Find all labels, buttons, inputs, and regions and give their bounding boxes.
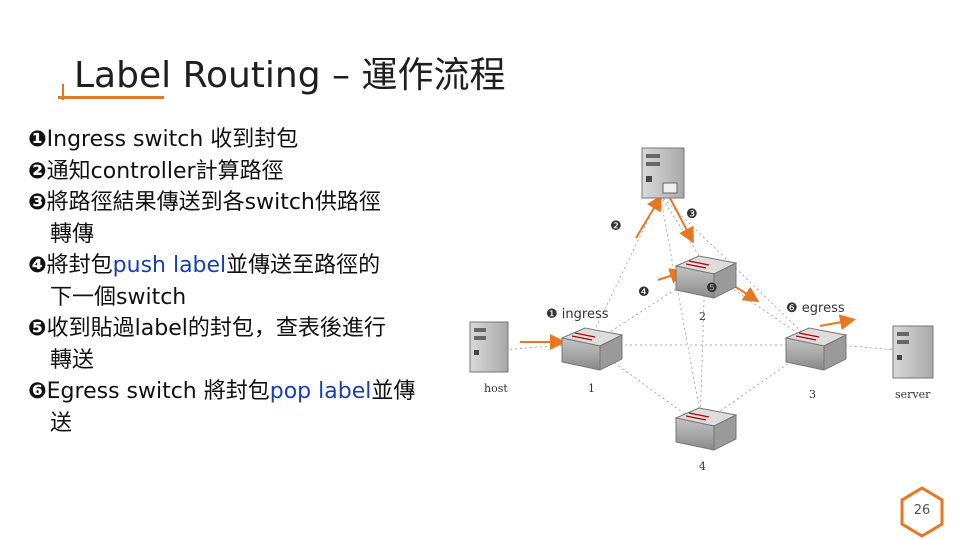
switch-3-icon — [784, 327, 848, 371]
network-diagram: host server 1 2 3 4 ❶ ingress ❷ ❸ ❹ — [469, 147, 934, 473]
bullet-text: Ingress switch 收到封包 — [46, 127, 299, 152]
switch-4-label: 4 — [699, 460, 706, 473]
switch-4-icon — [674, 407, 738, 451]
bullet-text: 通知controller計算路徑 — [46, 158, 284, 184]
bullet-list: ❶Ingress switch 收到封包 ❷通知controller計算路徑 ❸… — [28, 124, 468, 439]
slide-title: Label Routing – 運作流程 — [74, 55, 506, 96]
switch-1-icon — [560, 327, 624, 371]
bullet-item-1: ❶Ingress switch 收到封包 — [28, 124, 468, 156]
bullet-number: ❷ — [28, 158, 47, 184]
bullet-continuation: 轉傳 — [50, 221, 95, 247]
bullet-item-2: ❷通知controller計算路徑 — [28, 156, 468, 188]
controller-server-icon — [641, 147, 685, 199]
bullet-highlight: push label — [112, 253, 227, 278]
bullet-text: 並傳送至路徑的 — [226, 253, 381, 278]
bullet-number: ❻ — [28, 379, 47, 404]
step-2-label: ❷ — [610, 219, 622, 234]
page-number: 26 — [913, 503, 931, 518]
flow-arrows — [520, 194, 856, 350]
bullet-text: 將封包 — [46, 253, 113, 278]
bullet-number: ❺ — [28, 316, 47, 341]
bullet-continuation: 轉送 — [50, 347, 95, 373]
switch-2-label: 2 — [699, 310, 706, 323]
page-number-badge — [900, 486, 944, 538]
step-4-label: ❹ — [638, 285, 650, 300]
server-label: server — [895, 388, 931, 401]
ingress-label: ❶ ingress — [546, 307, 609, 322]
egress-label: ❻ egress — [786, 301, 845, 316]
bullet-text: 並傳 — [371, 379, 416, 404]
bullet-highlight: pop label — [269, 379, 372, 404]
bullet-text: Egress switch 將封包 — [46, 379, 270, 404]
bullet-item-4: ❹將封包push label並傳送至路徑的 下一個switch — [28, 250, 468, 313]
host-label: host — [484, 382, 508, 395]
bullet-item-6: ❻Egress switch 將封包pop label並傳 送 — [28, 376, 468, 439]
host-server-icon — [469, 321, 509, 373]
bullet-number: ❶ — [28, 127, 47, 152]
switch-1-label: 1 — [588, 382, 595, 395]
bullet-continuation: 送 — [50, 410, 73, 436]
bullet-continuation: 下一個switch — [50, 284, 187, 310]
bullet-text: 收到貼過label的封包，查表後進行 — [46, 316, 386, 341]
step-3-label: ❸ — [686, 207, 698, 222]
bullet-number: ❸ — [28, 190, 47, 215]
step-5-label: ❺ — [706, 281, 718, 296]
server-icon — [892, 325, 934, 379]
bullet-number: ❹ — [28, 253, 47, 278]
bullet-item-5: ❺收到貼過label的封包，查表後進行 轉送 — [28, 313, 468, 376]
title-accent-tick — [62, 84, 64, 100]
switch-2-icon — [674, 255, 738, 299]
title-underline — [58, 96, 164, 99]
bullet-item-3: ❸將路徑結果傳送到各switch供路徑 轉傳 — [28, 187, 468, 250]
bullet-text: 將路徑結果傳送到各switch供路徑 — [46, 190, 381, 215]
switch-3-label: 3 — [809, 388, 816, 401]
